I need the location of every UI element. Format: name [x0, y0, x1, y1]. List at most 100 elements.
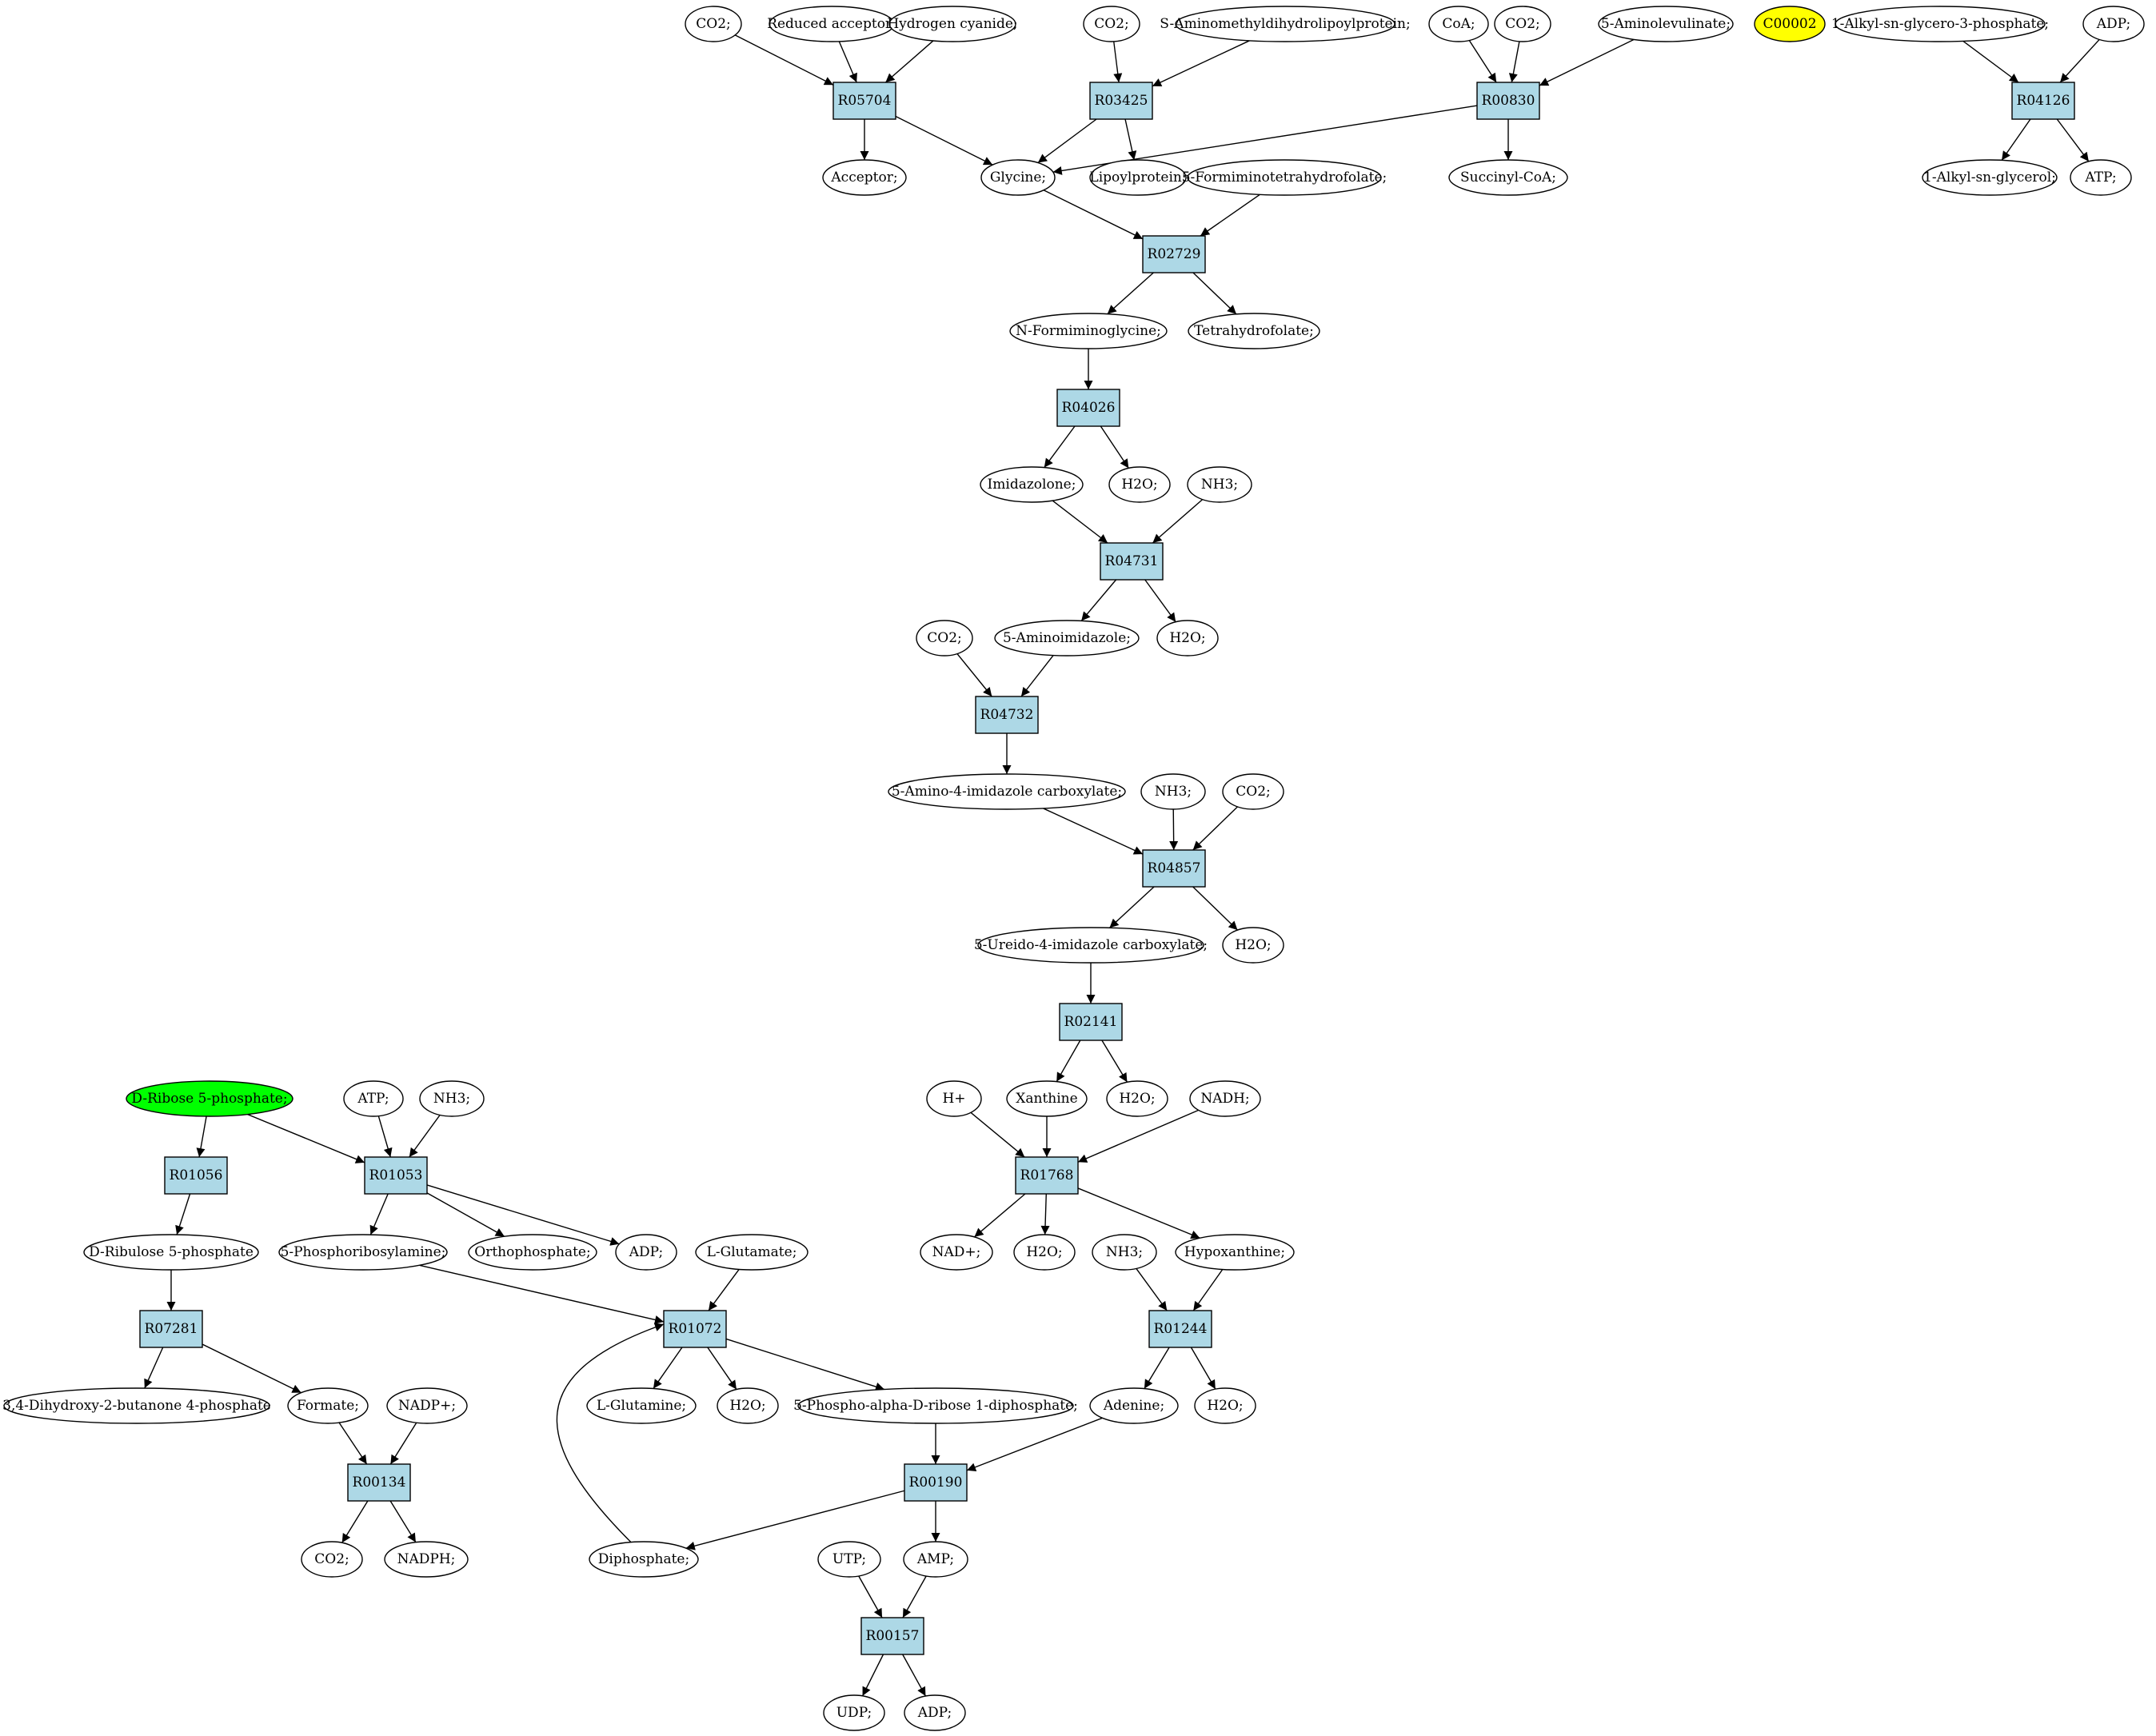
edge-R04731-to-c_h2o_2	[1144, 579, 1176, 623]
compound-node-c_diphosphate[interactable]: Diphosphate;	[589, 1541, 699, 1578]
reaction-node-R04731[interactable]: R04731	[1100, 542, 1164, 581]
compound-node-c_nadph[interactable]: NADPH;	[384, 1541, 469, 1578]
reaction-node-R07281[interactable]: R07281	[139, 1310, 203, 1348]
compound-node-c_d_ribulose_5p[interactable]: D-Ribulose 5-phosphate	[83, 1234, 259, 1271]
reaction-node-R00157[interactable]: R00157	[860, 1617, 924, 1655]
compound-node-c_h2o_7[interactable]: H2O;	[1194, 1387, 1256, 1424]
reaction-node-R04126[interactable]: R04126	[2011, 82, 2075, 120]
reaction-node-R04732[interactable]: R04732	[975, 696, 1039, 734]
compound-node-c_5_formimino_thf[interactable]: 5-Formiminotetrahydrofolate;	[1182, 159, 1387, 196]
reaction-label: R07281	[145, 1321, 198, 1337]
compound-node-c_co2_3[interactable]: CO2;	[1494, 6, 1551, 42]
compound-node-c_dhbp[interactable]: 3,4-Dihydroxy-2-butanone 4-phosphate	[2, 1387, 271, 1424]
compound-node-c_formate[interactable]: Formate;	[287, 1387, 369, 1424]
reaction-node-R04026[interactable]: R04026	[1056, 389, 1120, 427]
compound-node-c_utp[interactable]: UTP;	[817, 1541, 881, 1578]
compound-node-c_nh3_1[interactable]: NH3;	[1187, 466, 1252, 503]
compound-node-c_h2o_4[interactable]: H2O;	[1106, 1080, 1168, 1117]
reaction-node-R00830[interactable]: R00830	[1476, 82, 1540, 120]
compound-node-c_imidazolone[interactable]: Imidazolone;	[980, 466, 1084, 503]
compound-node-c_atp_2[interactable]: ATP;	[343, 1080, 404, 1117]
compound-node-c_l_glutamate[interactable]: L-Glutamate;	[695, 1234, 808, 1271]
compound-node-c_nad_plus[interactable]: NAD+;	[920, 1234, 993, 1271]
reaction-label: R04026	[1062, 400, 1116, 416]
compound-ellipse	[920, 1234, 993, 1271]
compound-node-c_nh3_2[interactable]: NH3;	[1140, 773, 1206, 810]
edge-c_nh3_3-to-R01053	[409, 1115, 441, 1158]
compound-node-c_nh3_3[interactable]: NH3;	[419, 1080, 485, 1117]
compound-node-c_d_ribose_5p[interactable]: D-Ribose 5-phosphate;	[126, 1080, 293, 1117]
compound-node-c_prpp[interactable]: 5-Phospho-alpha-D-ribose 1-diphosphate;	[793, 1387, 1078, 1424]
compound-node-c_adenine[interactable]: Adenine;	[1089, 1387, 1179, 1424]
compound-node-c_5u4ic[interactable]: 5-Ureido-4-imidazole carboxylate;	[974, 927, 1208, 964]
compound-label: 5-Phospho-alpha-D-ribose 1-diphosphate;	[793, 1398, 1078, 1414]
compound-node-c_c00002[interactable]: C00002	[1754, 6, 1826, 42]
reaction-node-R03425[interactable]: R03425	[1089, 82, 1153, 120]
reaction-node-R01056[interactable]: R01056	[164, 1156, 228, 1195]
reaction-node-R05704[interactable]: R05704	[832, 82, 896, 120]
compound-node-c_alkyl_g3p[interactable]: 1-Alkyl-sn-glycero-3-phosphate;	[1831, 6, 2049, 42]
compound-node-c_l_glutamine[interactable]: L-Glutamine;	[586, 1387, 697, 1424]
reaction-node-R02729[interactable]: R02729	[1142, 235, 1206, 273]
compound-node-c_co2_5[interactable]: CO2;	[1222, 773, 1284, 810]
reaction-node-R01244[interactable]: R01244	[1148, 1310, 1212, 1348]
compound-node-c_5a4ic[interactable]: 5-Amino-4-imidazole carboxylate;	[888, 773, 1126, 810]
compound-node-c_orthophosphate[interactable]: Orthophosphate;	[468, 1234, 597, 1271]
compound-node-c_glycine[interactable]: Glycine;	[980, 159, 1056, 196]
reaction-label: R00134	[353, 1475, 406, 1491]
compound-node-c_co2_1[interactable]: CO2;	[685, 6, 742, 42]
compound-node-c_adp_3[interactable]: ADP;	[904, 1694, 966, 1731]
reaction-node-R00134[interactable]: R00134	[347, 1463, 411, 1502]
reaction-node-R01072[interactable]: R01072	[663, 1310, 727, 1348]
compound-node-c_h2o_3[interactable]: H2O;	[1222, 927, 1284, 964]
compound-node-c_h_plus[interactable]: H+	[926, 1080, 982, 1117]
compound-node-c_nh3_4[interactable]: NH3;	[1092, 1234, 1157, 1271]
compound-node-c_co2_6[interactable]: CO2;	[301, 1541, 363, 1578]
compound-node-c_succinyl_coa[interactable]: Succinyl-CoA;	[1448, 159, 1568, 196]
reaction-node-R04857[interactable]: R04857	[1142, 849, 1206, 888]
compound-node-c_amp[interactable]: AMP;	[903, 1541, 968, 1578]
edge-c_5_formimino_thf-to-R02729	[1200, 194, 1260, 237]
compound-node-c_hypoxanthine[interactable]: Hypoxanthine;	[1175, 1234, 1295, 1271]
compound-node-c_alkyl_glycerol[interactable]: 1-Alkyl-sn-glycerol;	[1922, 159, 2058, 196]
edge-R03425-to-c_glycine	[1037, 118, 1097, 164]
compound-node-c_atp_1[interactable]: ATP;	[2070, 159, 2132, 196]
compound-node-c_h2o_2[interactable]: H2O;	[1156, 620, 1219, 656]
compound-label: L-Glutamine;	[597, 1398, 686, 1414]
compound-ellipse	[278, 1234, 448, 1271]
compound-node-c_h2o_5[interactable]: H2O;	[1013, 1234, 1076, 1271]
edge-c_co2_3-to-R00830	[1508, 41, 1520, 83]
compound-ellipse	[1175, 1234, 1295, 1271]
compound-label: NADPH;	[397, 1551, 456, 1567]
compound-node-c_h2o_6[interactable]: H2O;	[717, 1387, 779, 1424]
compound-node-c_udp[interactable]: UDP;	[823, 1694, 885, 1731]
compound-node-c_lipoylprotein[interactable]: Lipoylprotein;	[1089, 159, 1187, 196]
reaction-node-R01053[interactable]: R01053	[364, 1156, 428, 1195]
compound-ellipse	[1448, 159, 1568, 196]
compound-ellipse	[287, 1387, 369, 1424]
compound-node-c_co2_2[interactable]: CO2;	[1083, 6, 1140, 42]
reaction-node-R01768[interactable]: R01768	[1015, 1156, 1079, 1195]
compound-node-c_reduced_acceptor[interactable]: Reduced acceptor;	[767, 6, 896, 42]
compound-node-c_xanthine[interactable]: Xanthine	[1006, 1080, 1088, 1117]
compound-ellipse	[994, 620, 1140, 656]
compound-node-c_nadp_plus[interactable]: NADP+;	[386, 1387, 468, 1424]
compound-node-c_nadh[interactable]: NADH;	[1189, 1080, 1261, 1117]
compound-node-c_5_aminolevulinate[interactable]: 5-Aminolevulinate;	[1598, 6, 1734, 42]
compound-node-c_coa[interactable]: CoA;	[1428, 6, 1489, 42]
compound-node-c_acceptor[interactable]: Acceptor;	[822, 159, 907, 196]
reaction-node-R00190[interactable]: R00190	[904, 1463, 968, 1502]
compound-node-c_adp_1[interactable]: ADP;	[2082, 6, 2145, 42]
reaction-node-R02141[interactable]: R02141	[1059, 1003, 1123, 1041]
compound-label: Hydrogen cyanide;	[887, 16, 1017, 32]
compound-node-c_n_formiminoglycine[interactable]: N-Formiminoglycine;	[1009, 313, 1168, 349]
compound-node-c_5_aminoimidazole[interactable]: 5-Aminoimidazole;	[994, 620, 1140, 656]
compound-node-c_hcn[interactable]: Hydrogen cyanide;	[887, 6, 1018, 42]
compound-node-c_5_pr_amine[interactable]: 5-Phosphoribosylamine;	[278, 1234, 448, 1271]
compound-node-c_thf[interactable]: Tetrahydrofolate;	[1188, 313, 1320, 349]
compound-label: Glycine;	[990, 170, 1046, 186]
compound-node-c_adp_2[interactable]: ADP;	[615, 1234, 677, 1271]
compound-node-c_s_amino[interactable]: S-Aminomethyldihydrolipoylprotein;	[1160, 6, 1411, 42]
compound-node-c_h2o_1[interactable]: H2O;	[1108, 466, 1171, 503]
compound-node-c_co2_4[interactable]: CO2;	[916, 620, 973, 656]
